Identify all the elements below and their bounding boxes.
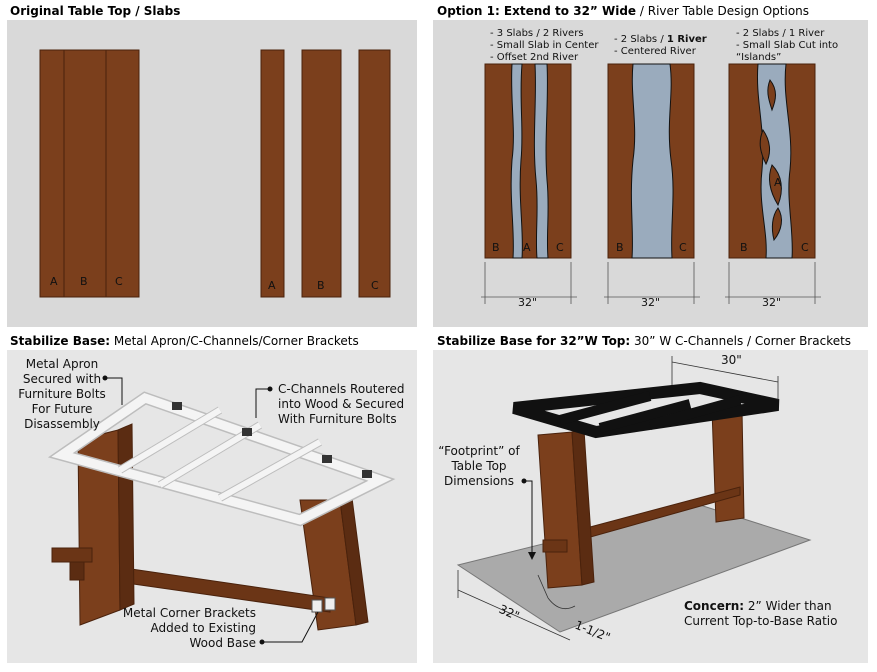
footprint-line-3: Dimensions: [444, 474, 514, 488]
callout-footprint: “Footprint” of Table Top Dimensions: [438, 444, 536, 560]
footprint-line-2: Table Top: [450, 459, 506, 473]
option2-dimension: 32": [641, 296, 660, 309]
callout-brackets-line-3: Wood Base: [190, 636, 257, 650]
option1-note-1: - 3 Slabs / 2 Rivers: [490, 28, 584, 39]
dimension-30-label: 30": [721, 353, 742, 367]
option3-note-3: “Islands”: [736, 52, 781, 63]
concern-line-2: Current Top-to-Base Ratio: [684, 614, 837, 628]
separate-label-c: C: [371, 279, 379, 292]
option2-note-2: - Centered River: [614, 46, 697, 57]
concern-line-1: Concern: 2” Wider than: [684, 599, 832, 613]
callout-apron-line-2: Secured with: [23, 372, 101, 386]
slab-b: [301, 49, 342, 298]
dimension-gap-label: 1-1/2": [573, 618, 612, 645]
option3-label-a: A: [774, 176, 782, 189]
option2-label-b: B: [616, 241, 624, 254]
callout-channels-line-1: C-Channels Routered: [278, 382, 405, 396]
panel2-title: Option 1: Extend to 32” Wide / River Tab…: [437, 4, 810, 18]
callout-channels-line-3: With Furniture Bolts: [278, 412, 397, 426]
joined-slabs: A B C: [39, 49, 140, 298]
dimension-32-label: 32": [497, 602, 522, 623]
option3-note-2: - Small Slab Cut into: [736, 40, 838, 51]
option2-note-1: - 2 Slabs / 1 River: [614, 34, 707, 45]
river-option-2: - 2 Slabs / 1 River - Centered River B C…: [604, 34, 707, 309]
callout-apron-line-5: Disassembly: [24, 417, 100, 431]
option3-label-c: C: [801, 241, 809, 254]
callout-brackets: Metal Corner Brackets Added to Existing …: [123, 606, 319, 650]
panel3-title: Stabilize Base: Metal Apron/C-Channels/C…: [10, 334, 359, 348]
base-illustration-apron: [47, 391, 396, 631]
callout-apron-line-4: For Future: [32, 402, 93, 416]
callout-brackets-line-2: Added to Existing: [151, 621, 256, 635]
slab-a: [260, 49, 285, 298]
footprint-line-1: “Footprint” of: [438, 444, 520, 458]
callout-brackets-line-1: Metal Corner Brackets: [123, 606, 256, 620]
callout-channels-line-2: into Wood & Secured: [278, 397, 404, 411]
joined-label-c: C: [115, 275, 123, 288]
option1-label-a: A: [523, 241, 531, 254]
option1-dimension: 32": [518, 296, 537, 309]
river-option-3: - 2 Slabs / 1 River - Small Slab Cut int…: [725, 28, 838, 309]
panel1-title: Original Table Top / Slabs: [10, 4, 181, 18]
joined-label-b: B: [80, 275, 88, 288]
option3-dimension: 32": [762, 296, 781, 309]
separate-label-a: A: [268, 279, 276, 292]
option3-label-b: B: [740, 241, 748, 254]
slab-c: [358, 49, 391, 298]
callout-apron-line-1: Metal Apron: [26, 357, 98, 371]
callout-apron: Metal Apron Secured with Furniture Bolts…: [18, 357, 123, 431]
option3-note-1: - 2 Slabs / 1 River: [736, 28, 825, 39]
joined-label-a: A: [50, 275, 58, 288]
option1-note-2: - Small Slab in Center: [490, 40, 599, 51]
option1-label-b: B: [492, 241, 500, 254]
callout-c-channels: C-Channels Routered into Wood & Secured …: [255, 382, 405, 426]
river-option-1: - 3 Slabs / 2 Rivers - Small Slab in Cen…: [481, 28, 599, 309]
base-illustration-32w: [456, 356, 812, 641]
option1-note-3: - Offset 2nd River: [490, 52, 579, 63]
callout-apron-line-3: Furniture Bolts: [18, 387, 106, 401]
separate-slabs: A B C: [260, 49, 391, 298]
option2-label-c: C: [679, 241, 687, 254]
panel4-title: Stabilize Base for 32”W Top: 30” W C-Cha…: [437, 334, 852, 348]
option1-label-c: C: [556, 241, 564, 254]
separate-label-b: B: [317, 279, 325, 292]
